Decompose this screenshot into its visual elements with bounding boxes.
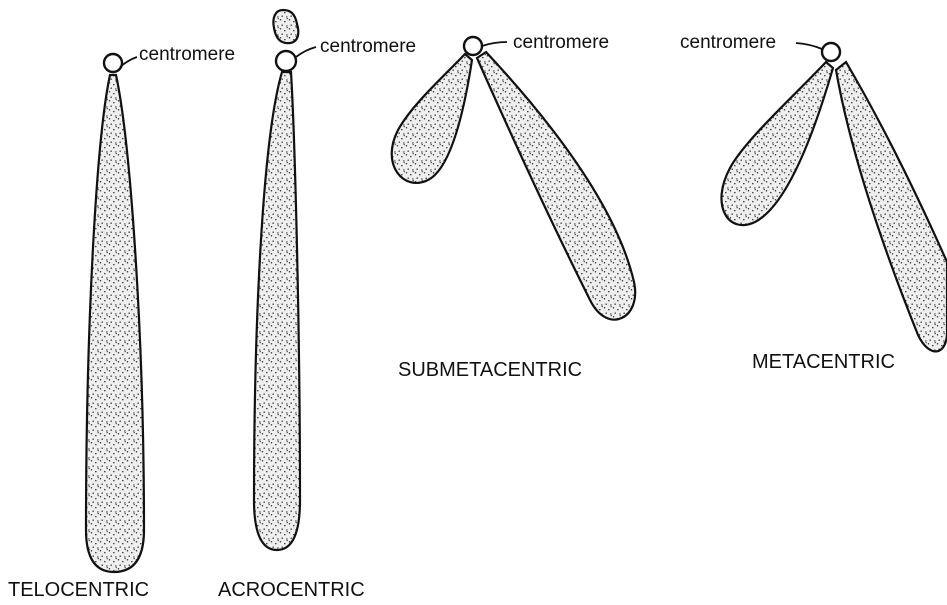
metacentric-centromere-leader xyxy=(796,43,822,49)
submetacentric-chromosome: centromere SUBMETACENTRIC xyxy=(392,32,635,381)
submetacentric-type-label: SUBMETACENTRIC xyxy=(398,359,582,381)
acrocentric-centromere xyxy=(276,51,296,71)
acrocentric-centromere-leader xyxy=(296,47,316,57)
telocentric-type-label: TELOCENTRIC xyxy=(8,579,149,601)
telocentric-chromosome: centromere xyxy=(86,44,235,572)
metacentric-right-arm xyxy=(836,62,947,351)
submetacentric-centromere-leader xyxy=(482,42,507,46)
metacentric-type-label: METACENTRIC xyxy=(752,351,895,373)
metacentric-chromosome: centromere METACENTRIC xyxy=(680,32,947,373)
submetacentric-centromere-label: centromere xyxy=(513,32,609,53)
acrocentric-chromosome: centromere xyxy=(254,10,416,550)
submetacentric-centromere xyxy=(464,37,482,55)
submetacentric-long-arm xyxy=(477,52,635,320)
metacentric-centromere-label: centromere xyxy=(680,32,776,53)
metacentric-left-arm xyxy=(721,62,833,225)
telocentric-centromere xyxy=(104,54,122,72)
acrocentric-type-label: ACROCENTRIC xyxy=(218,579,365,601)
metacentric-centromere xyxy=(822,43,840,61)
acrocentric-short-arm xyxy=(273,10,298,43)
telocentric-centromere-label: centromere xyxy=(139,44,235,65)
telocentric-arm xyxy=(86,75,144,572)
acrocentric-long-arm xyxy=(254,72,300,550)
acrocentric-centromere-label: centromere xyxy=(320,36,416,57)
submetacentric-short-arm xyxy=(392,54,472,183)
